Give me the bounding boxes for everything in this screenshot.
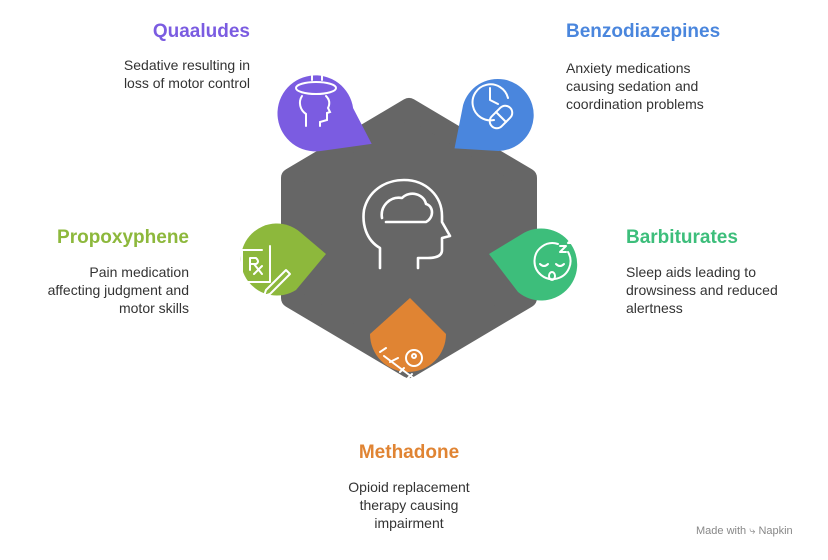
barbiturates-title: Barbiturates: [626, 227, 738, 248]
barbiturates-petal[interactable]: [489, 228, 578, 301]
methadone-desc: Opioid replacement therapy causing impai…: [348, 479, 470, 531]
footer-brand: Napkin: [758, 525, 793, 537]
benzodiazepines-title: Benzodiazepines: [566, 21, 721, 42]
quaaludes-desc: Sedative resulting in loss of motor cont…: [123, 57, 250, 91]
sleepy-face-icon: [533, 237, 574, 281]
footer-made-with: Made with: [696, 525, 747, 537]
propoxyphene-petal[interactable]: [240, 223, 326, 296]
benzodiazepines-desc: Anxiety medications causing sedation and…: [566, 60, 704, 112]
head-brain-icon: [362, 178, 452, 270]
barbiturates-desc: Sleep aids leading to drowsiness and red…: [626, 264, 778, 316]
quaaludes-petal[interactable]: [273, 69, 372, 157]
syringe-icon: [379, 347, 425, 387]
quaaludes-title: Quaaludes: [152, 21, 250, 42]
methadone-title: Methadone: [358, 442, 460, 463]
footer-watermark: Made with ⤷ Napkin: [696, 525, 793, 538]
methadone-petal[interactable]: [370, 298, 446, 372]
prescription-icon: [241, 245, 291, 297]
propoxyphene-title: Propoxyphene: [57, 227, 189, 248]
napkin-logo-icon: ⤷: [749, 525, 756, 537]
dizzy-head-icon: [295, 75, 337, 127]
clock-pill-icon: [471, 83, 514, 130]
propoxyphene-desc: Pain medication affecting judgment and m…: [47, 264, 189, 316]
benzodiazepines-petal[interactable]: [454, 75, 538, 156]
